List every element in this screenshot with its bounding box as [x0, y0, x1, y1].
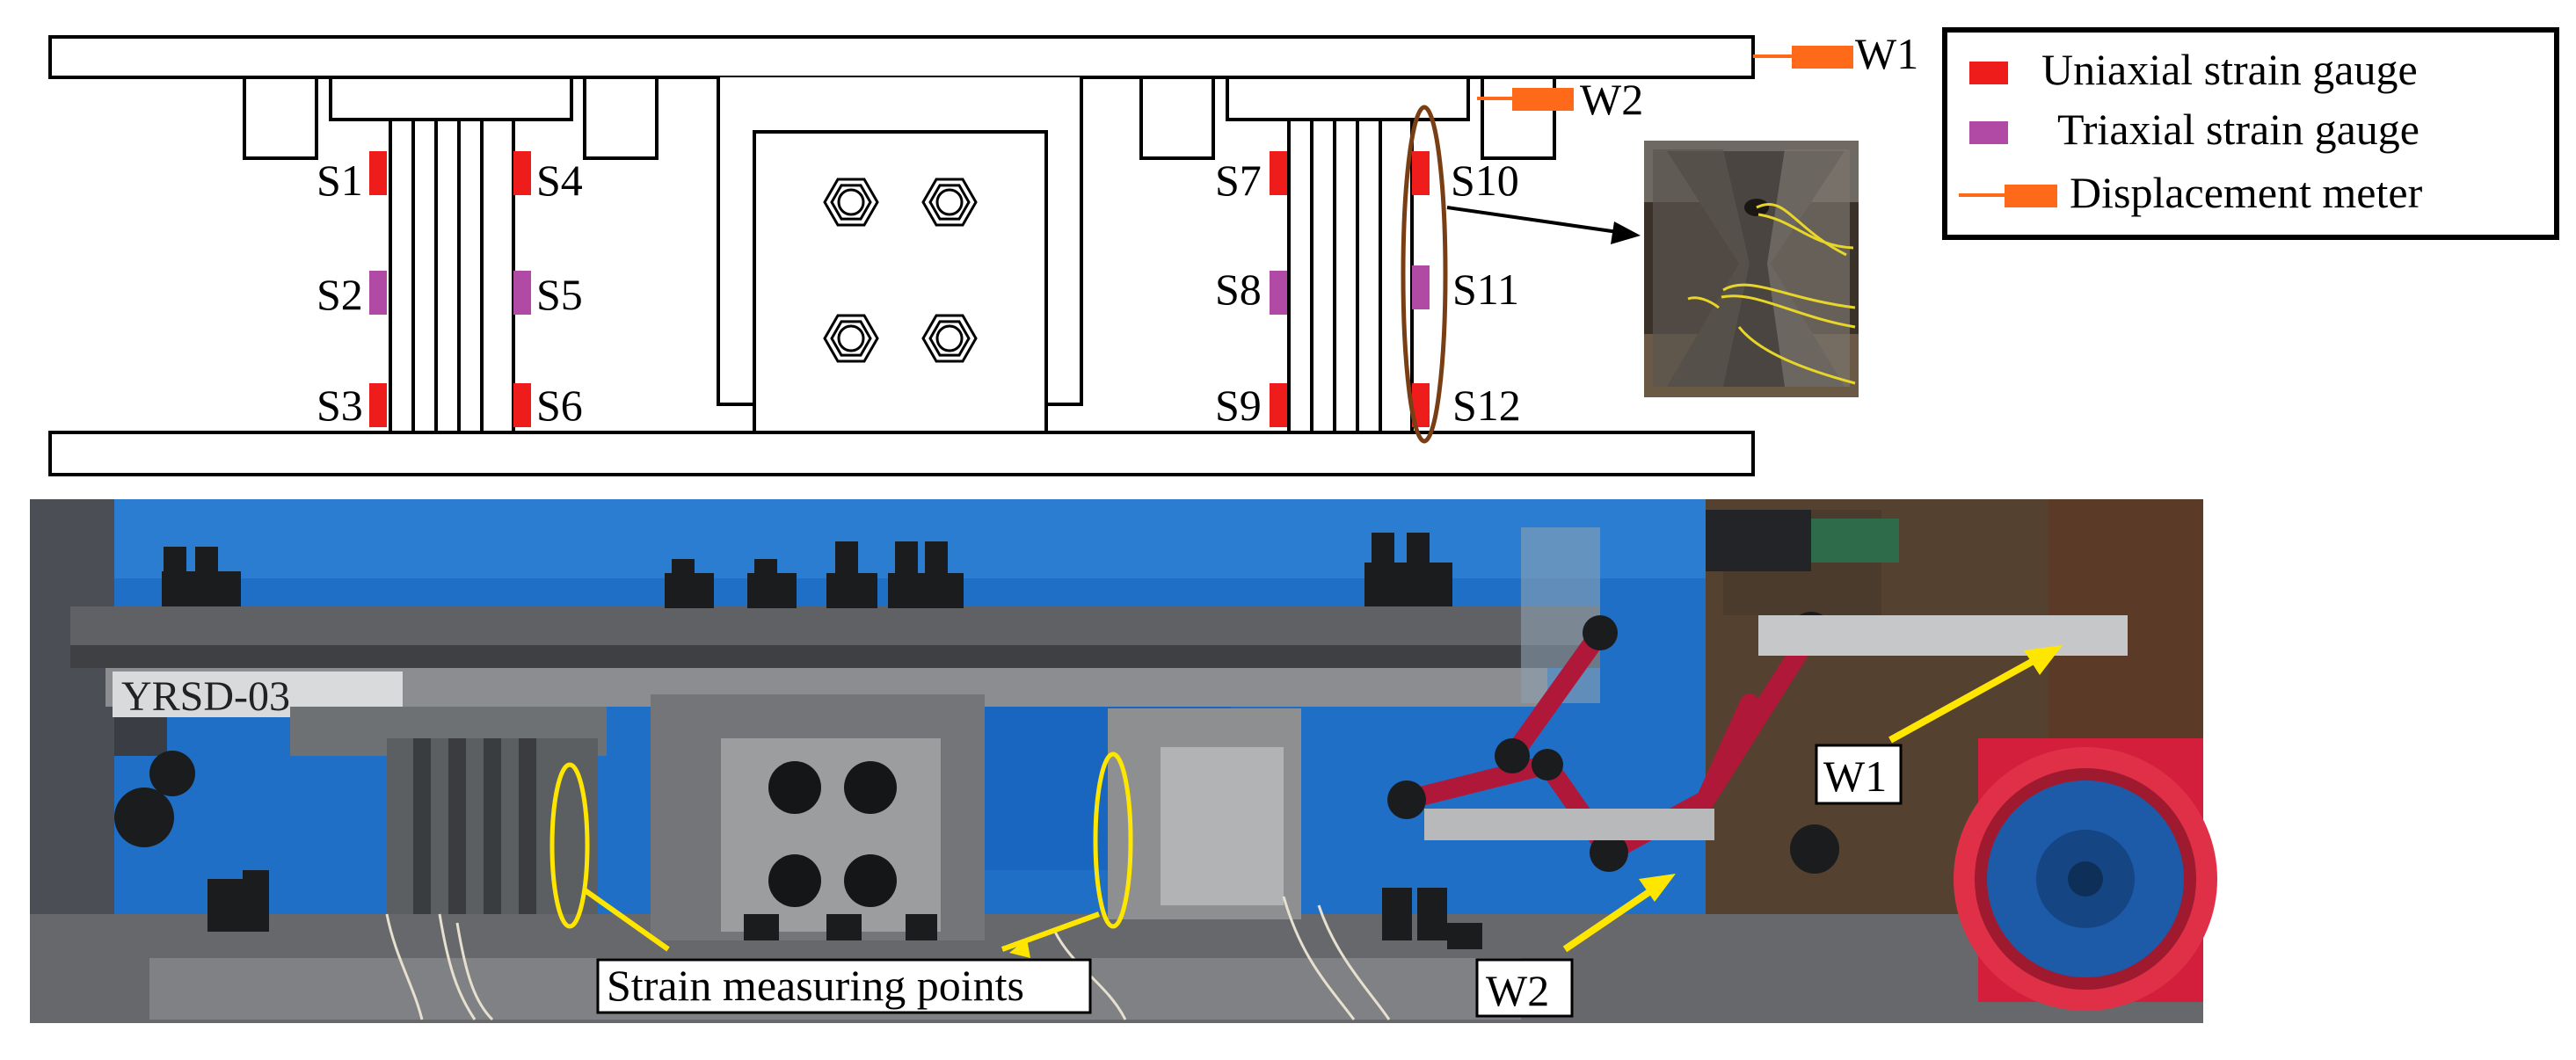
strain-callout-label: Strain measuring points	[607, 961, 1024, 1010]
legend-triaxial-label: Triaxial strain gauge	[2057, 105, 2420, 154]
gauge-s8-marker	[1270, 271, 1287, 315]
photo-callouts: Strain measuring points W1 W2	[549, 645, 2063, 1018]
right-block-a	[1139, 76, 1215, 160]
left-cap-plate	[329, 76, 573, 121]
inset-arrow	[1446, 206, 1641, 244]
left-steel-strips	[389, 118, 515, 434]
gauge-s9-marker	[1270, 383, 1287, 427]
right-cap-plate	[1226, 76, 1470, 121]
gauge-s2-label: S2	[317, 270, 363, 319]
callout-ellipse-right	[1093, 751, 1133, 929]
gauge-s7-label: S7	[1215, 156, 1262, 205]
w2-callout-label: W2	[1486, 966, 1549, 1015]
w2-label: W2	[1580, 75, 1643, 124]
strain-callout-box	[596, 958, 1092, 1014]
gauge-s2-marker	[369, 271, 387, 315]
gauge-s12-label: S12	[1452, 381, 1521, 430]
w1-meter: W1	[1753, 29, 1918, 78]
bottom-plate	[48, 431, 1755, 476]
w1-callout-label: W1	[1823, 751, 1887, 801]
gauge-s9-label: S9	[1215, 381, 1262, 430]
gauge-s7-marker	[1270, 151, 1287, 195]
legend: Uniaxial strain gauge Triaxial strain ga…	[1942, 27, 2559, 240]
gauge-s6-label: S6	[536, 381, 583, 430]
legend-triaxial-swatch	[1969, 121, 2008, 144]
w1-callout-box	[1815, 744, 1903, 805]
center-plate	[753, 130, 1048, 434]
gauge-s8-label: S8	[1215, 265, 1262, 314]
highlight-ellipse	[1401, 105, 1448, 444]
right-steel-strips	[1287, 118, 1414, 434]
w2-callout-box	[1475, 958, 1574, 1018]
specimen-tag: YRSD-03	[121, 673, 290, 720]
gauge-s1-marker	[369, 151, 387, 195]
gauge-s12-marker	[1412, 383, 1430, 427]
w2-meter: W2	[1477, 75, 1643, 124]
gauge-s5-marker	[513, 271, 531, 315]
legend-meter-label: Displacement meter	[2070, 168, 2423, 217]
hex-bolt	[823, 314, 879, 363]
legend-meter-swatch	[2005, 185, 2057, 207]
gauge-s6-marker	[513, 383, 531, 427]
hex-bolt	[823, 178, 879, 227]
left-block-b	[583, 76, 659, 160]
gauge-s4-marker	[513, 151, 531, 195]
gauge-s10-label: S10	[1451, 156, 1519, 205]
gauge-s4-label: S4	[536, 156, 583, 205]
w1-label: W1	[1855, 29, 1918, 78]
gauge-s5-label: S5	[536, 270, 583, 319]
schematic-drawing	[48, 35, 1755, 476]
gauge-s11-label: S11	[1452, 265, 1519, 314]
gauge-s10-marker	[1412, 151, 1430, 195]
hex-bolt	[921, 314, 978, 363]
inset-photo	[1644, 141, 1859, 397]
hex-bolts	[823, 178, 978, 363]
legend-uniaxial-label: Uniaxial strain gauge	[2041, 45, 2418, 94]
left-block-a	[243, 76, 318, 160]
gauge-s3-label: S3	[317, 381, 363, 430]
gauge-s11-marker	[1412, 265, 1430, 309]
callout-ellipse-left	[549, 762, 590, 929]
legend-uniaxial-swatch	[1969, 62, 2008, 84]
top-plate	[48, 35, 1755, 79]
gauge-s1-label: S1	[317, 156, 363, 205]
hex-bolt	[921, 178, 978, 227]
gauge-s3-marker	[369, 383, 387, 427]
